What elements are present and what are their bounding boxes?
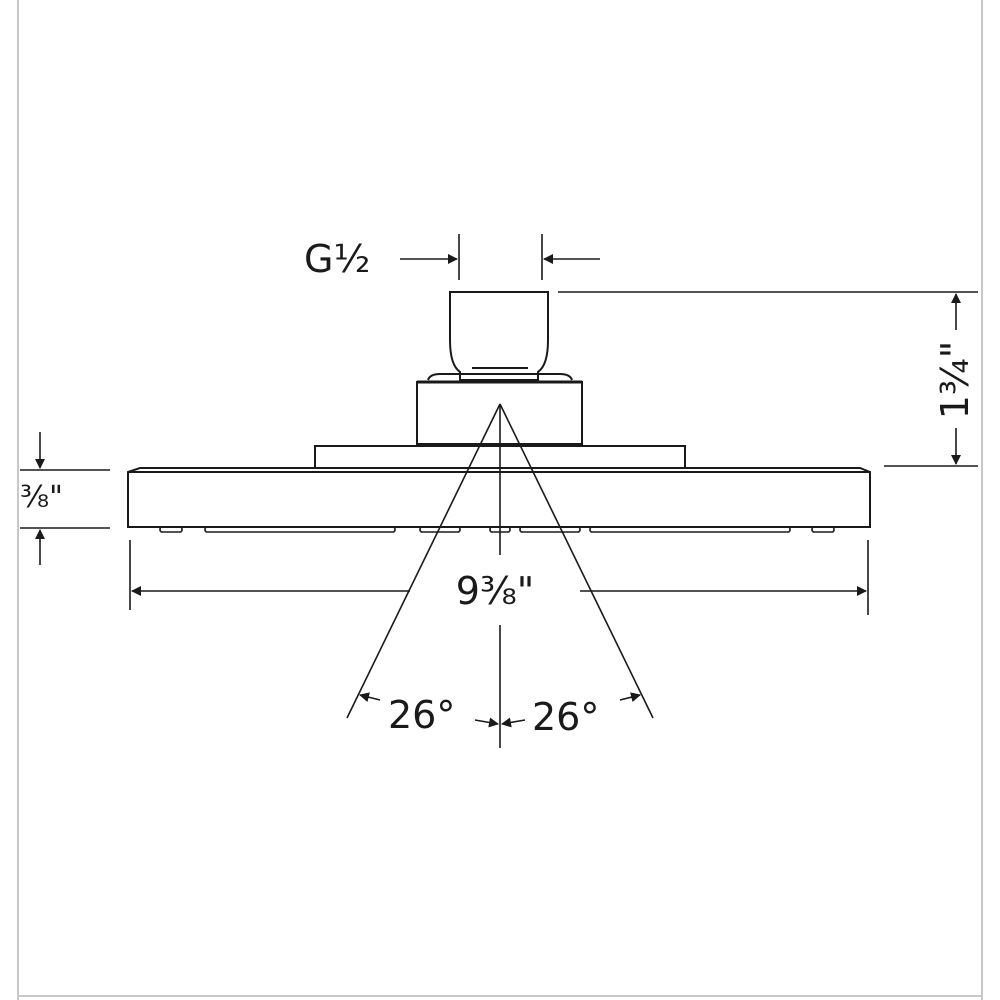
- spray-cone-left-line: [346, 403, 501, 719]
- angle-left-arrow-outer: [359, 692, 381, 703]
- angle-left-arrow-inner: [474, 717, 499, 728]
- spray-angle-left-label: 26°: [388, 693, 455, 737]
- thread-connector: [427, 291, 573, 381]
- total-height-label: 1¾": [933, 341, 977, 420]
- nozzle-row: [159, 526, 835, 533]
- spray-cone-right-line: [499, 403, 654, 719]
- angle-right-arrow-outer: [619, 692, 641, 703]
- plate-thickness-label: ³⁄₈": [20, 480, 63, 515]
- thread-size-label: G½: [304, 237, 370, 281]
- shower-plate: [127, 467, 871, 528]
- diameter-label: 9³⁄₈": [456, 569, 534, 613]
- spray-angle-right-label: 26°: [532, 695, 599, 739]
- angle-right-arrow-inner: [501, 717, 526, 728]
